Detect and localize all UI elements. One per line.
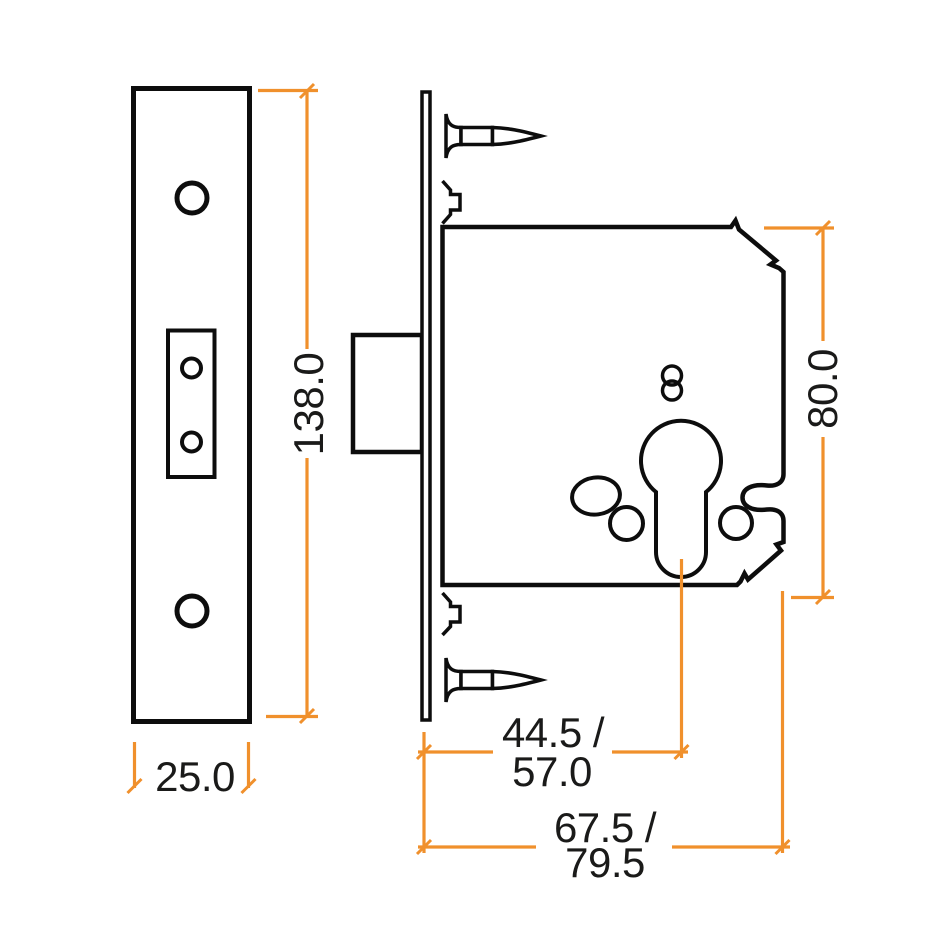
dim-faceplate-height: 138.0 xyxy=(258,82,332,725)
tick-mark xyxy=(126,777,143,795)
dim-label-case-height: 80.0 xyxy=(799,349,846,429)
tick-mark xyxy=(673,743,690,761)
tick-mark xyxy=(415,838,433,856)
tick-mark xyxy=(415,743,433,761)
dim-label-case-depth-line2: 79.5 xyxy=(565,839,645,886)
top-screw-shank xyxy=(459,125,495,147)
top-screw xyxy=(444,113,548,159)
faceplate-edge xyxy=(420,90,432,722)
faceplate-front-view xyxy=(131,86,252,724)
bottom-screw xyxy=(444,657,548,703)
mechanism-oval-hole xyxy=(570,475,622,517)
dim-case-depth: 67.5 / 79.5 xyxy=(415,591,791,886)
dim-label-backset-line2: 57.0 xyxy=(512,748,592,795)
tick-mark xyxy=(240,777,257,795)
cutout-hole-bottom xyxy=(180,430,203,454)
mechanism-hole-right xyxy=(718,505,754,541)
top-clip xyxy=(441,179,462,225)
dim-label-backset-line1: 44.5 / xyxy=(502,709,605,756)
lock-body-side-view xyxy=(350,90,786,722)
dim-label-faceplate-height: 138.0 xyxy=(285,353,332,456)
faceplate-bottom-screw-hole xyxy=(174,593,210,629)
dim-case-height: 80.0 xyxy=(764,219,846,606)
pin-hole-upper xyxy=(660,364,684,387)
bottom-clip xyxy=(441,591,462,637)
top-screw-tip xyxy=(490,125,548,147)
dim-backset: 44.5 / 57.0 xyxy=(415,559,690,853)
dim-faceplate-width: 25.0 xyxy=(126,742,257,800)
cutout-hole-top xyxy=(180,356,203,380)
tick-mark xyxy=(814,588,832,606)
dim-label-faceplate-width: 25.0 xyxy=(155,753,235,800)
pin-hole-lower xyxy=(660,379,684,402)
dim-label-case-depth-line1: 67.5 / xyxy=(554,804,657,851)
faceplate-bolt-cutout xyxy=(166,328,217,479)
euro-cylinder-cutout xyxy=(639,418,723,579)
top-screw-head xyxy=(444,113,463,159)
tick-mark xyxy=(298,707,316,725)
faceplate-top-screw-hole xyxy=(174,180,210,216)
bottom-screw-shank xyxy=(459,669,495,691)
deadbolt xyxy=(350,332,425,455)
tick-mark xyxy=(298,82,316,100)
bottom-screw-head xyxy=(444,657,463,703)
dimension-annotations: 138.0 25.0 80.0 44.5 / xyxy=(126,82,846,886)
bottom-screw-tip xyxy=(490,669,548,691)
mechanism-hole-left xyxy=(608,505,645,542)
tick-mark xyxy=(774,838,791,856)
tick-mark xyxy=(814,219,832,237)
